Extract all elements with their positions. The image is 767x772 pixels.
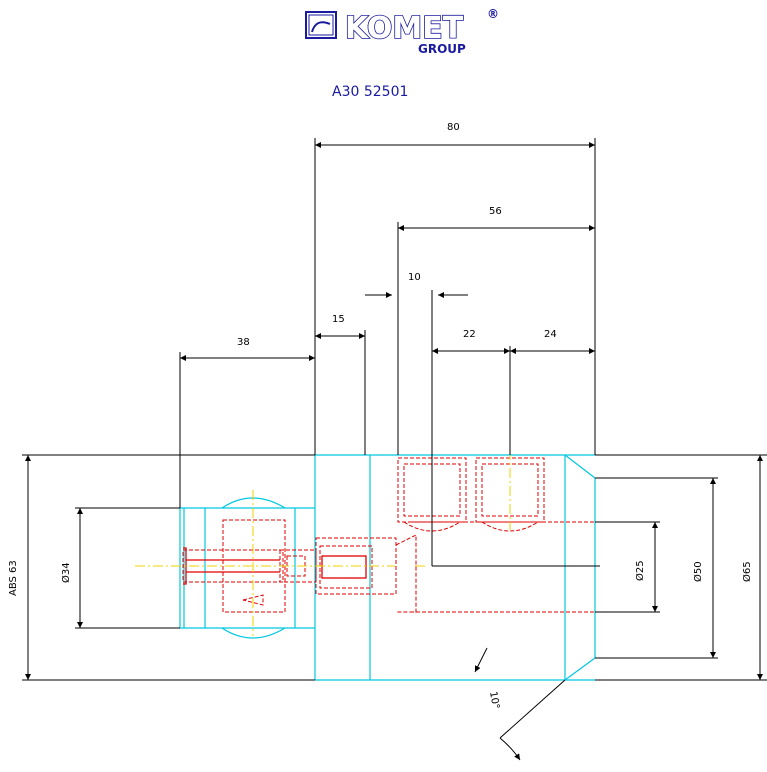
dim-15-label: 15 [332, 314, 345, 325]
dimension-lines [22, 138, 767, 761]
abs-63-label: ABS 63 [8, 560, 19, 596]
dia-65-label: Ø65 [741, 561, 753, 582]
dia-34-label: Ø34 [60, 562, 72, 583]
dim-38-label: 38 [237, 337, 250, 348]
dim-22-label: 22 [463, 329, 476, 340]
dim-24-label: 24 [544, 329, 557, 340]
logo-brand-text: KOMET [345, 11, 464, 46]
logo-emblem-icon [305, 11, 337, 39]
angle-10-label: 10° [487, 691, 501, 710]
dim-80-label: 80 [447, 122, 460, 133]
dia-25-label: Ø25 [634, 560, 646, 581]
center-lines [135, 450, 511, 636]
dia-50-label: Ø50 [692, 561, 704, 582]
internal-hidden-parts [182, 457, 595, 613]
dim-56-label: 56 [489, 206, 502, 217]
tool-body-outline [179, 454, 596, 681]
dim-10-label: 10 [408, 272, 421, 283]
logo-registered-mark: ® [487, 7, 499, 21]
komet-logo: KOMET ® GROUP [305, 7, 499, 56]
part-number: A30 52501 [332, 84, 408, 100]
logo-group-text: GROUP [418, 42, 466, 56]
